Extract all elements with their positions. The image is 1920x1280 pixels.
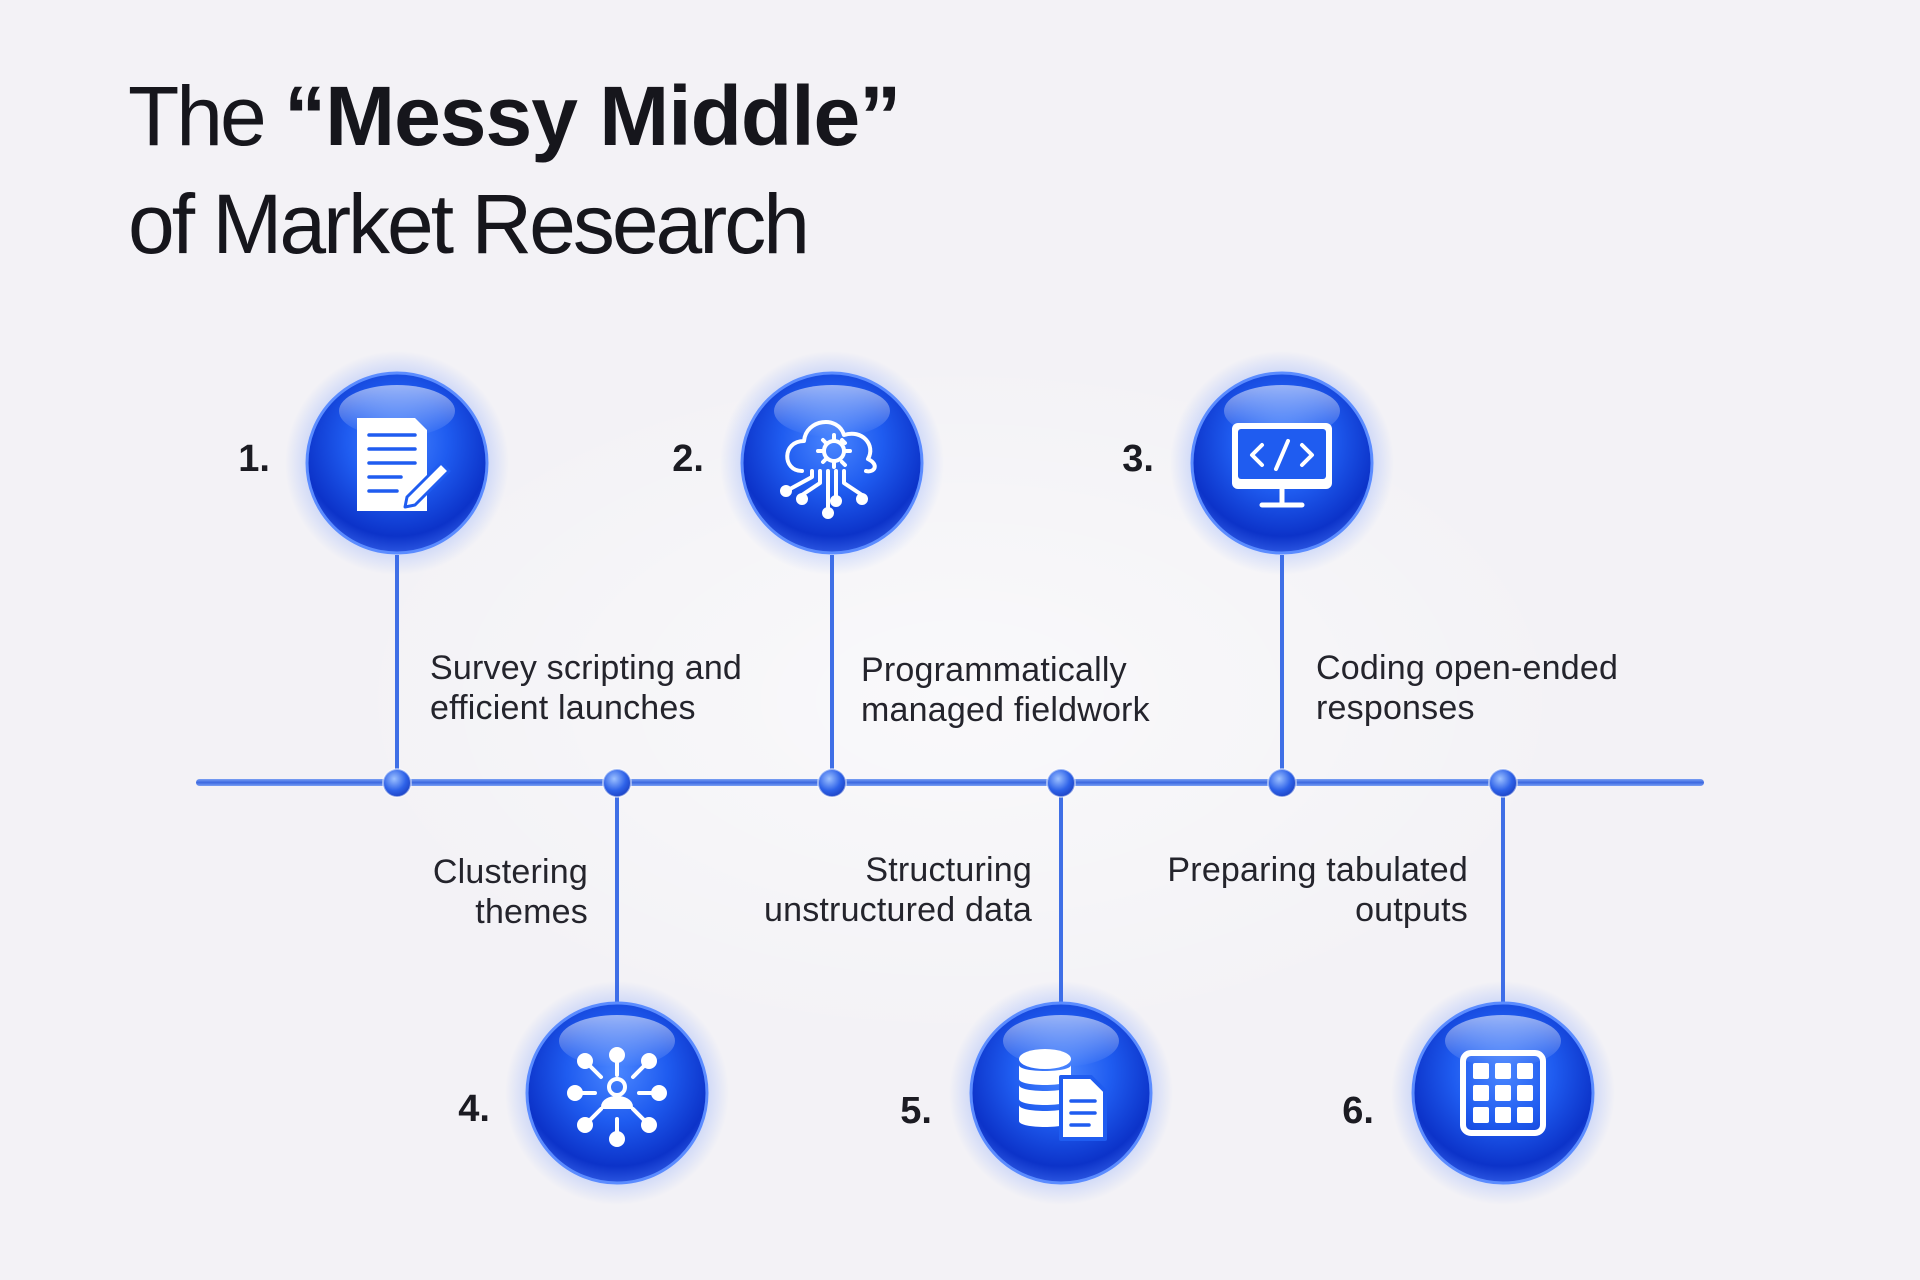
title-prefix: The — [128, 69, 285, 163]
timeline-node-4 — [602, 768, 632, 798]
code-monitor-icon — [1232, 423, 1332, 508]
step-1-orb — [285, 351, 509, 575]
step-3-label-line-2: responses — [1316, 689, 1475, 727]
step-1-label: Survey scripting and efficient launches — [430, 648, 742, 728]
step-2-orb — [720, 351, 944, 575]
step-1-label-line-2: efficient launches — [430, 689, 696, 727]
timeline-node-6 — [1488, 768, 1518, 798]
connector-5 — [1059, 783, 1063, 1008]
step-5-number: 5. — [900, 1090, 932, 1132]
step-3-number: 3. — [1122, 438, 1154, 480]
step-2-number: 2. — [672, 438, 704, 480]
step-6-label: Preparing tabulated outputs — [1100, 850, 1468, 930]
timeline-node-3 — [1267, 768, 1297, 798]
connector-3 — [1280, 555, 1284, 783]
step-5-label-line-1: Structuring — [865, 851, 1032, 889]
step-5-label-line-2: unstructured data — [763, 891, 1032, 929]
step-6-label-line-1: Preparing tabulated — [1167, 851, 1468, 889]
timeline-node-5 — [1046, 768, 1076, 798]
step-2-label: Programmatically managed fieldwork — [861, 650, 1150, 730]
title-emphasis: “Messy Middle” — [284, 69, 901, 163]
step-3-label: Coding open-ended responses — [1316, 648, 1618, 728]
step-5-orb — [949, 981, 1173, 1205]
step-6-number: 6. — [1342, 1090, 1374, 1132]
step-4-label: Clustering themes — [380, 852, 588, 932]
step-3-orb — [1170, 351, 1394, 575]
timeline-axis — [196, 779, 1704, 786]
step-1-number: 1. — [238, 438, 270, 480]
connector-2 — [830, 555, 834, 783]
step-4-label-line-2: themes — [475, 893, 588, 931]
step-4-orb — [505, 981, 729, 1205]
step-4-number: 4. — [458, 1088, 490, 1130]
step-2-label-line-1: Programmatically — [861, 651, 1127, 689]
table-grid-icon — [1460, 1050, 1546, 1136]
step-6-orb — [1391, 981, 1615, 1205]
step-5-label: Structuring unstructured data — [700, 850, 1032, 930]
connector-1 — [395, 555, 399, 783]
page-title: The “Messy Middle” of Market Research — [128, 62, 901, 278]
timeline-node-1 — [382, 768, 412, 798]
step-6-label-line-2: outputs — [1355, 891, 1468, 929]
connector-4 — [615, 783, 619, 1008]
step-1-label-line-1: Survey scripting and — [430, 649, 743, 687]
timeline-node-2 — [817, 768, 847, 798]
document-pen-icon — [357, 418, 451, 511]
title-line-1: The “Messy Middle” — [128, 62, 901, 170]
step-4-label-line-1: Clustering — [432, 853, 588, 891]
database-document-icon — [1019, 1049, 1107, 1141]
cloud-network-gear-icon — [780, 420, 877, 519]
step-3-label-line-1: Coding open-ended — [1316, 649, 1619, 687]
title-line-2: of Market Research — [128, 177, 810, 271]
step-2-label-line-2: managed fieldwork — [861, 691, 1150, 729]
connector-6 — [1501, 783, 1505, 1008]
person-cluster-icon — [567, 1047, 667, 1147]
